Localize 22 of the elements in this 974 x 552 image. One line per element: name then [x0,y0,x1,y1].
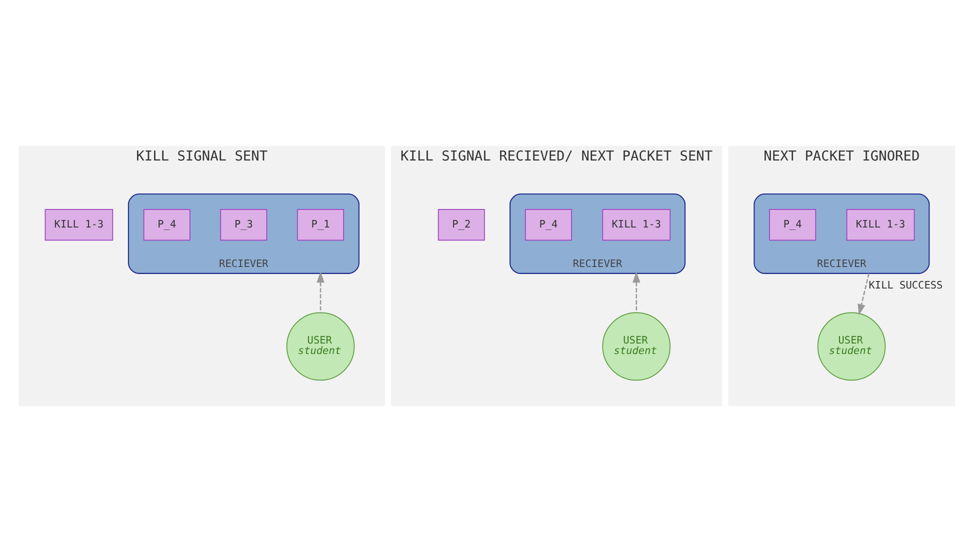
node-label: RECIEVER [817,258,866,270]
node-box: KILL 1-3 [846,208,915,241]
node-circle: USER student [817,312,886,381]
node-label: RECIEVER [572,258,622,270]
cluster [754,194,930,274]
node-circle: USER student [286,312,355,381]
node-label: RECIEVER [219,258,268,270]
arrow [316,272,324,313]
node-box: P_1 [297,208,344,241]
cluster [510,194,686,274]
node-box: P_3 [220,208,268,241]
arrow [632,272,640,313]
node-box: KILL 1-3 [44,208,114,241]
node-box: P_4 [143,208,190,241]
edge-label: KILL SUCCESS [868,279,943,292]
node-box: KILL 1-3 [602,208,671,241]
node-box: P_4 [524,208,572,241]
node-box: P_2 [438,208,485,241]
node-circle: USER student [602,312,671,381]
cluster [128,194,360,274]
arrow [858,273,870,316]
node-box: P_4 [769,208,816,241]
